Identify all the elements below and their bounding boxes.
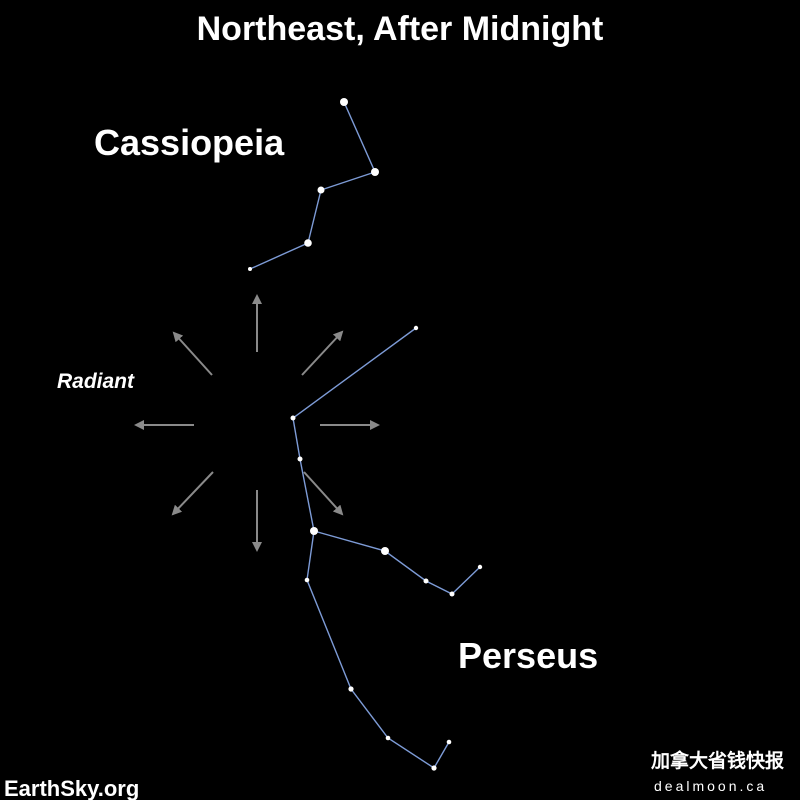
star — [381, 547, 389, 555]
star — [340, 98, 348, 106]
star — [413, 325, 419, 331]
radiant-label: Radiant — [57, 370, 135, 393]
perseus-constellation — [290, 325, 483, 771]
perseus-label: Perseus — [458, 635, 598, 676]
chart-title: Northeast, After Midnight — [197, 10, 604, 48]
cassiopeia-constellation — [248, 98, 379, 271]
star — [304, 577, 310, 583]
star — [348, 686, 354, 692]
star — [431, 765, 437, 771]
star — [290, 415, 296, 421]
earthsky-credit: EarthSky.org — [4, 776, 139, 800]
star — [371, 168, 379, 176]
dealmoon-watermark-cn: 加拿大省钱快报 — [650, 749, 784, 772]
cassiopeia-label: Cassiopeia — [94, 122, 285, 163]
star — [385, 735, 391, 741]
star — [304, 239, 312, 247]
star — [317, 186, 325, 194]
star — [477, 564, 483, 570]
radiant-arrows — [134, 294, 380, 552]
star — [446, 739, 452, 745]
arrow-down-left-icon — [171, 471, 214, 516]
star — [248, 267, 252, 271]
arrow-up-right-icon — [301, 330, 344, 376]
star — [310, 527, 318, 535]
arrow-up-left-icon — [172, 331, 213, 376]
arrow-down-right-icon — [303, 471, 344, 516]
star — [297, 456, 303, 462]
star — [449, 591, 455, 597]
star — [423, 578, 429, 584]
dealmoon-watermark-en: dealmoon.ca — [654, 778, 767, 794]
